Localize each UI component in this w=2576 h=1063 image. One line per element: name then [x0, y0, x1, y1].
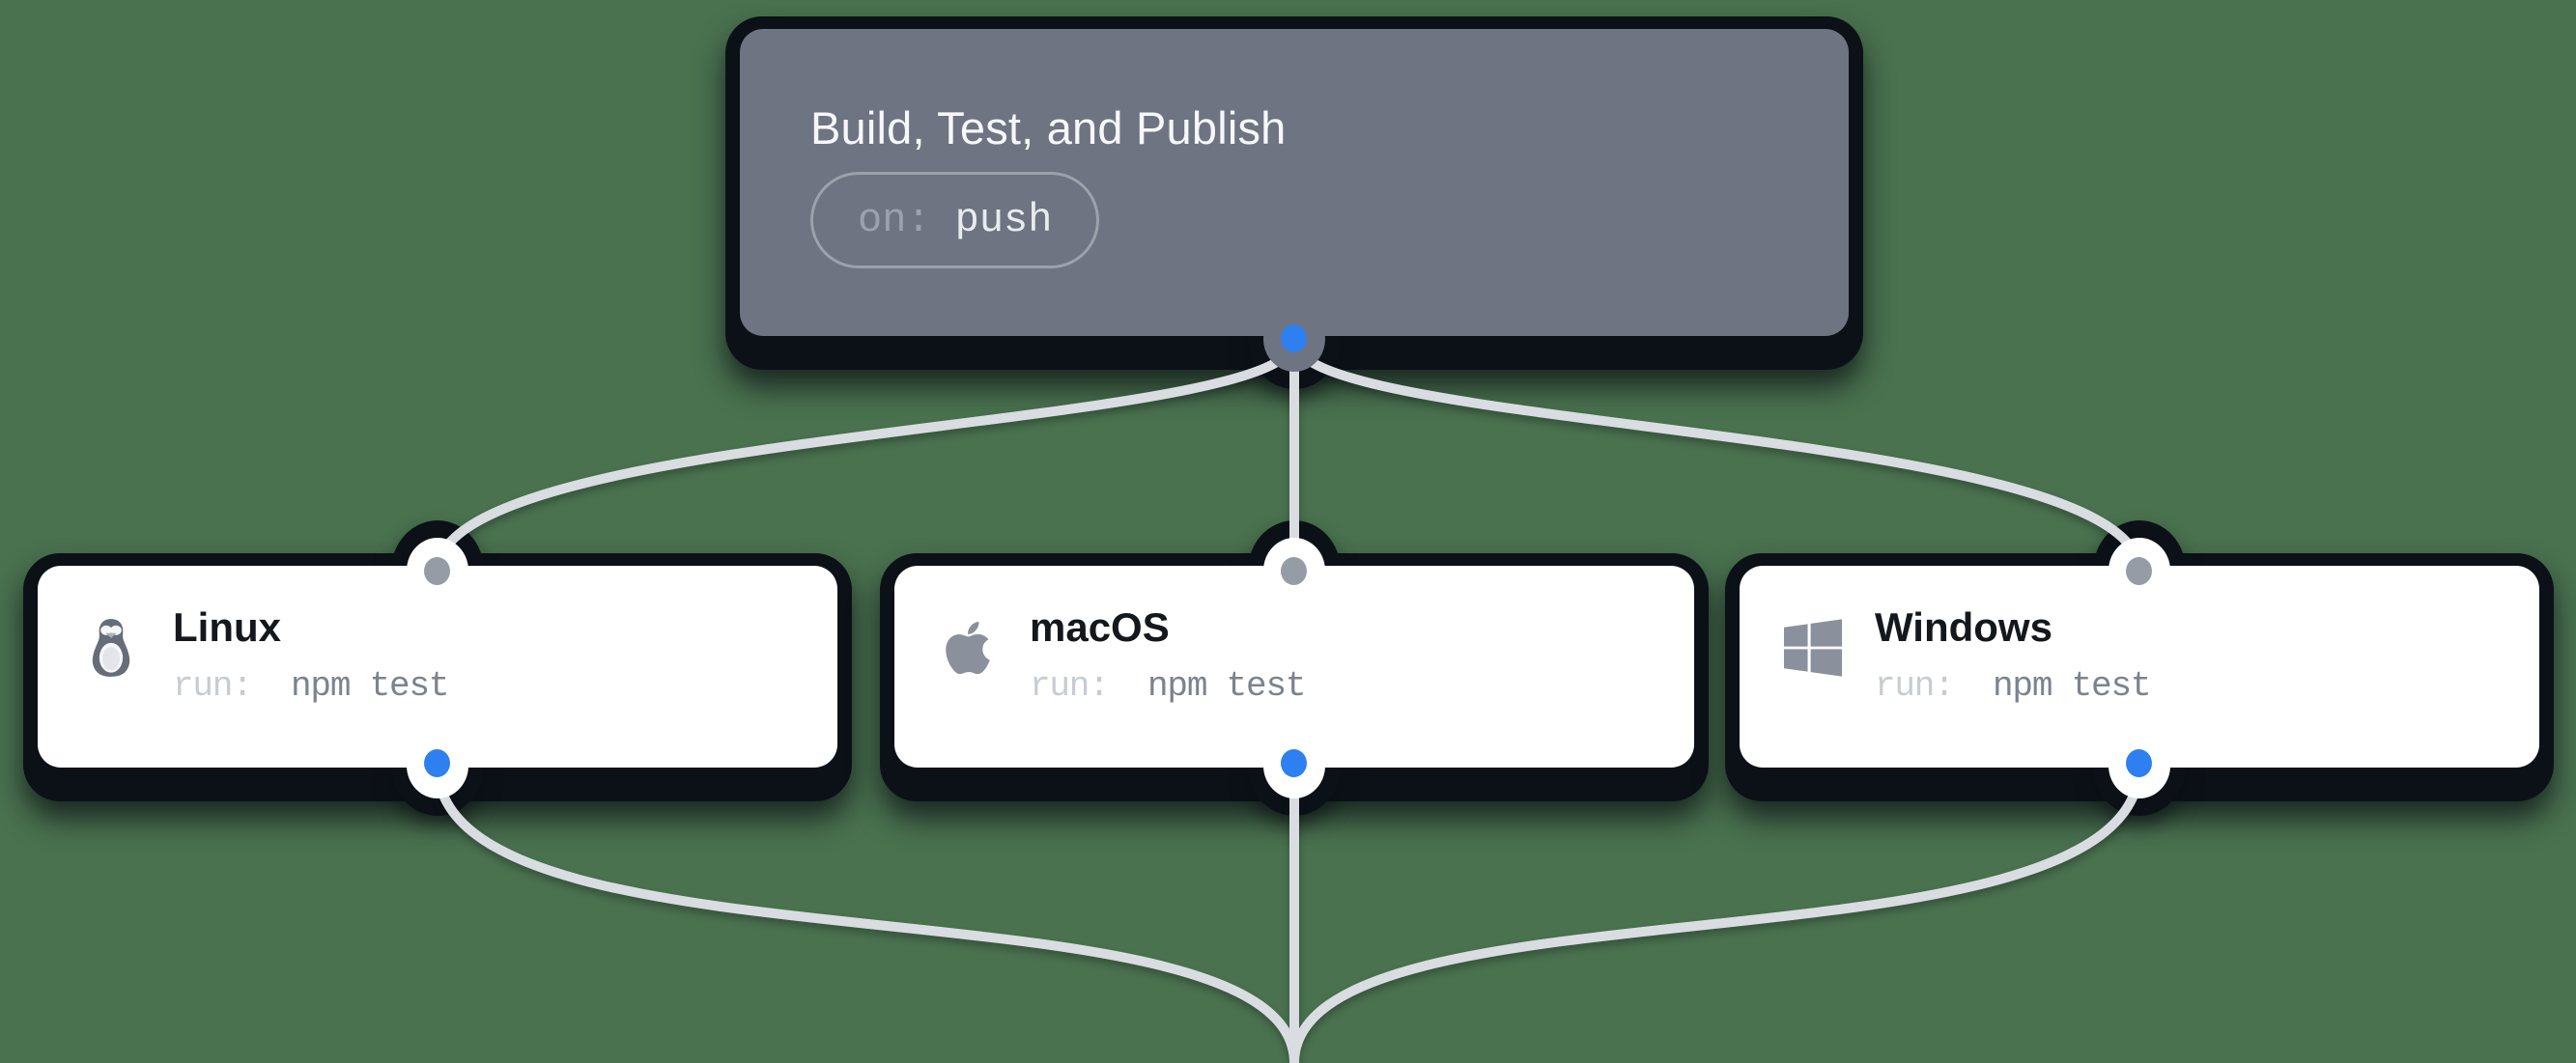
- trigger-event-badge: on: push: [810, 172, 1100, 268]
- connector-windows-down: [1289, 761, 2144, 1063]
- input-port-macos: [1281, 557, 1307, 585]
- output-port-linux: [424, 749, 450, 777]
- job-run-line: run: npm test: [173, 666, 449, 707]
- job-run-line: run: npm test: [1875, 666, 2151, 707]
- job-node-title: Windows: [1875, 604, 2052, 650]
- input-port-windows: [2126, 557, 2152, 585]
- apple-icon: [937, 617, 999, 679]
- output-port-macos: [1281, 749, 1307, 777]
- output-port-windows: [2126, 749, 2152, 777]
- output-port-trigger: [1281, 324, 1307, 352]
- run-command: npm test: [1147, 666, 1306, 706]
- windows-icon: [1782, 617, 1844, 679]
- connector-linux-down: [433, 761, 1299, 1063]
- linux-tux-icon: [80, 617, 142, 679]
- run-command: npm test: [291, 666, 449, 706]
- run-key: run:: [173, 666, 253, 706]
- job-node-title: Linux: [173, 604, 281, 650]
- badge-value: push: [954, 197, 1053, 243]
- connector-trigger-to-windows: [1289, 336, 2144, 576]
- job-node-title: macOS: [1030, 604, 1170, 650]
- run-key: run:: [1875, 666, 1955, 706]
- job-run-line: run: npm test: [1030, 666, 1306, 707]
- run-key: run:: [1030, 666, 1110, 706]
- trigger-node[interactable]: Build, Test, and Publish on: push: [740, 29, 1849, 336]
- badge-key: on:: [858, 197, 931, 243]
- connector-trigger-to-linux: [433, 336, 1299, 576]
- input-port-linux: [424, 557, 450, 585]
- run-command: npm test: [1993, 666, 2151, 706]
- trigger-node-title: Build, Test, and Publish: [810, 102, 1287, 154]
